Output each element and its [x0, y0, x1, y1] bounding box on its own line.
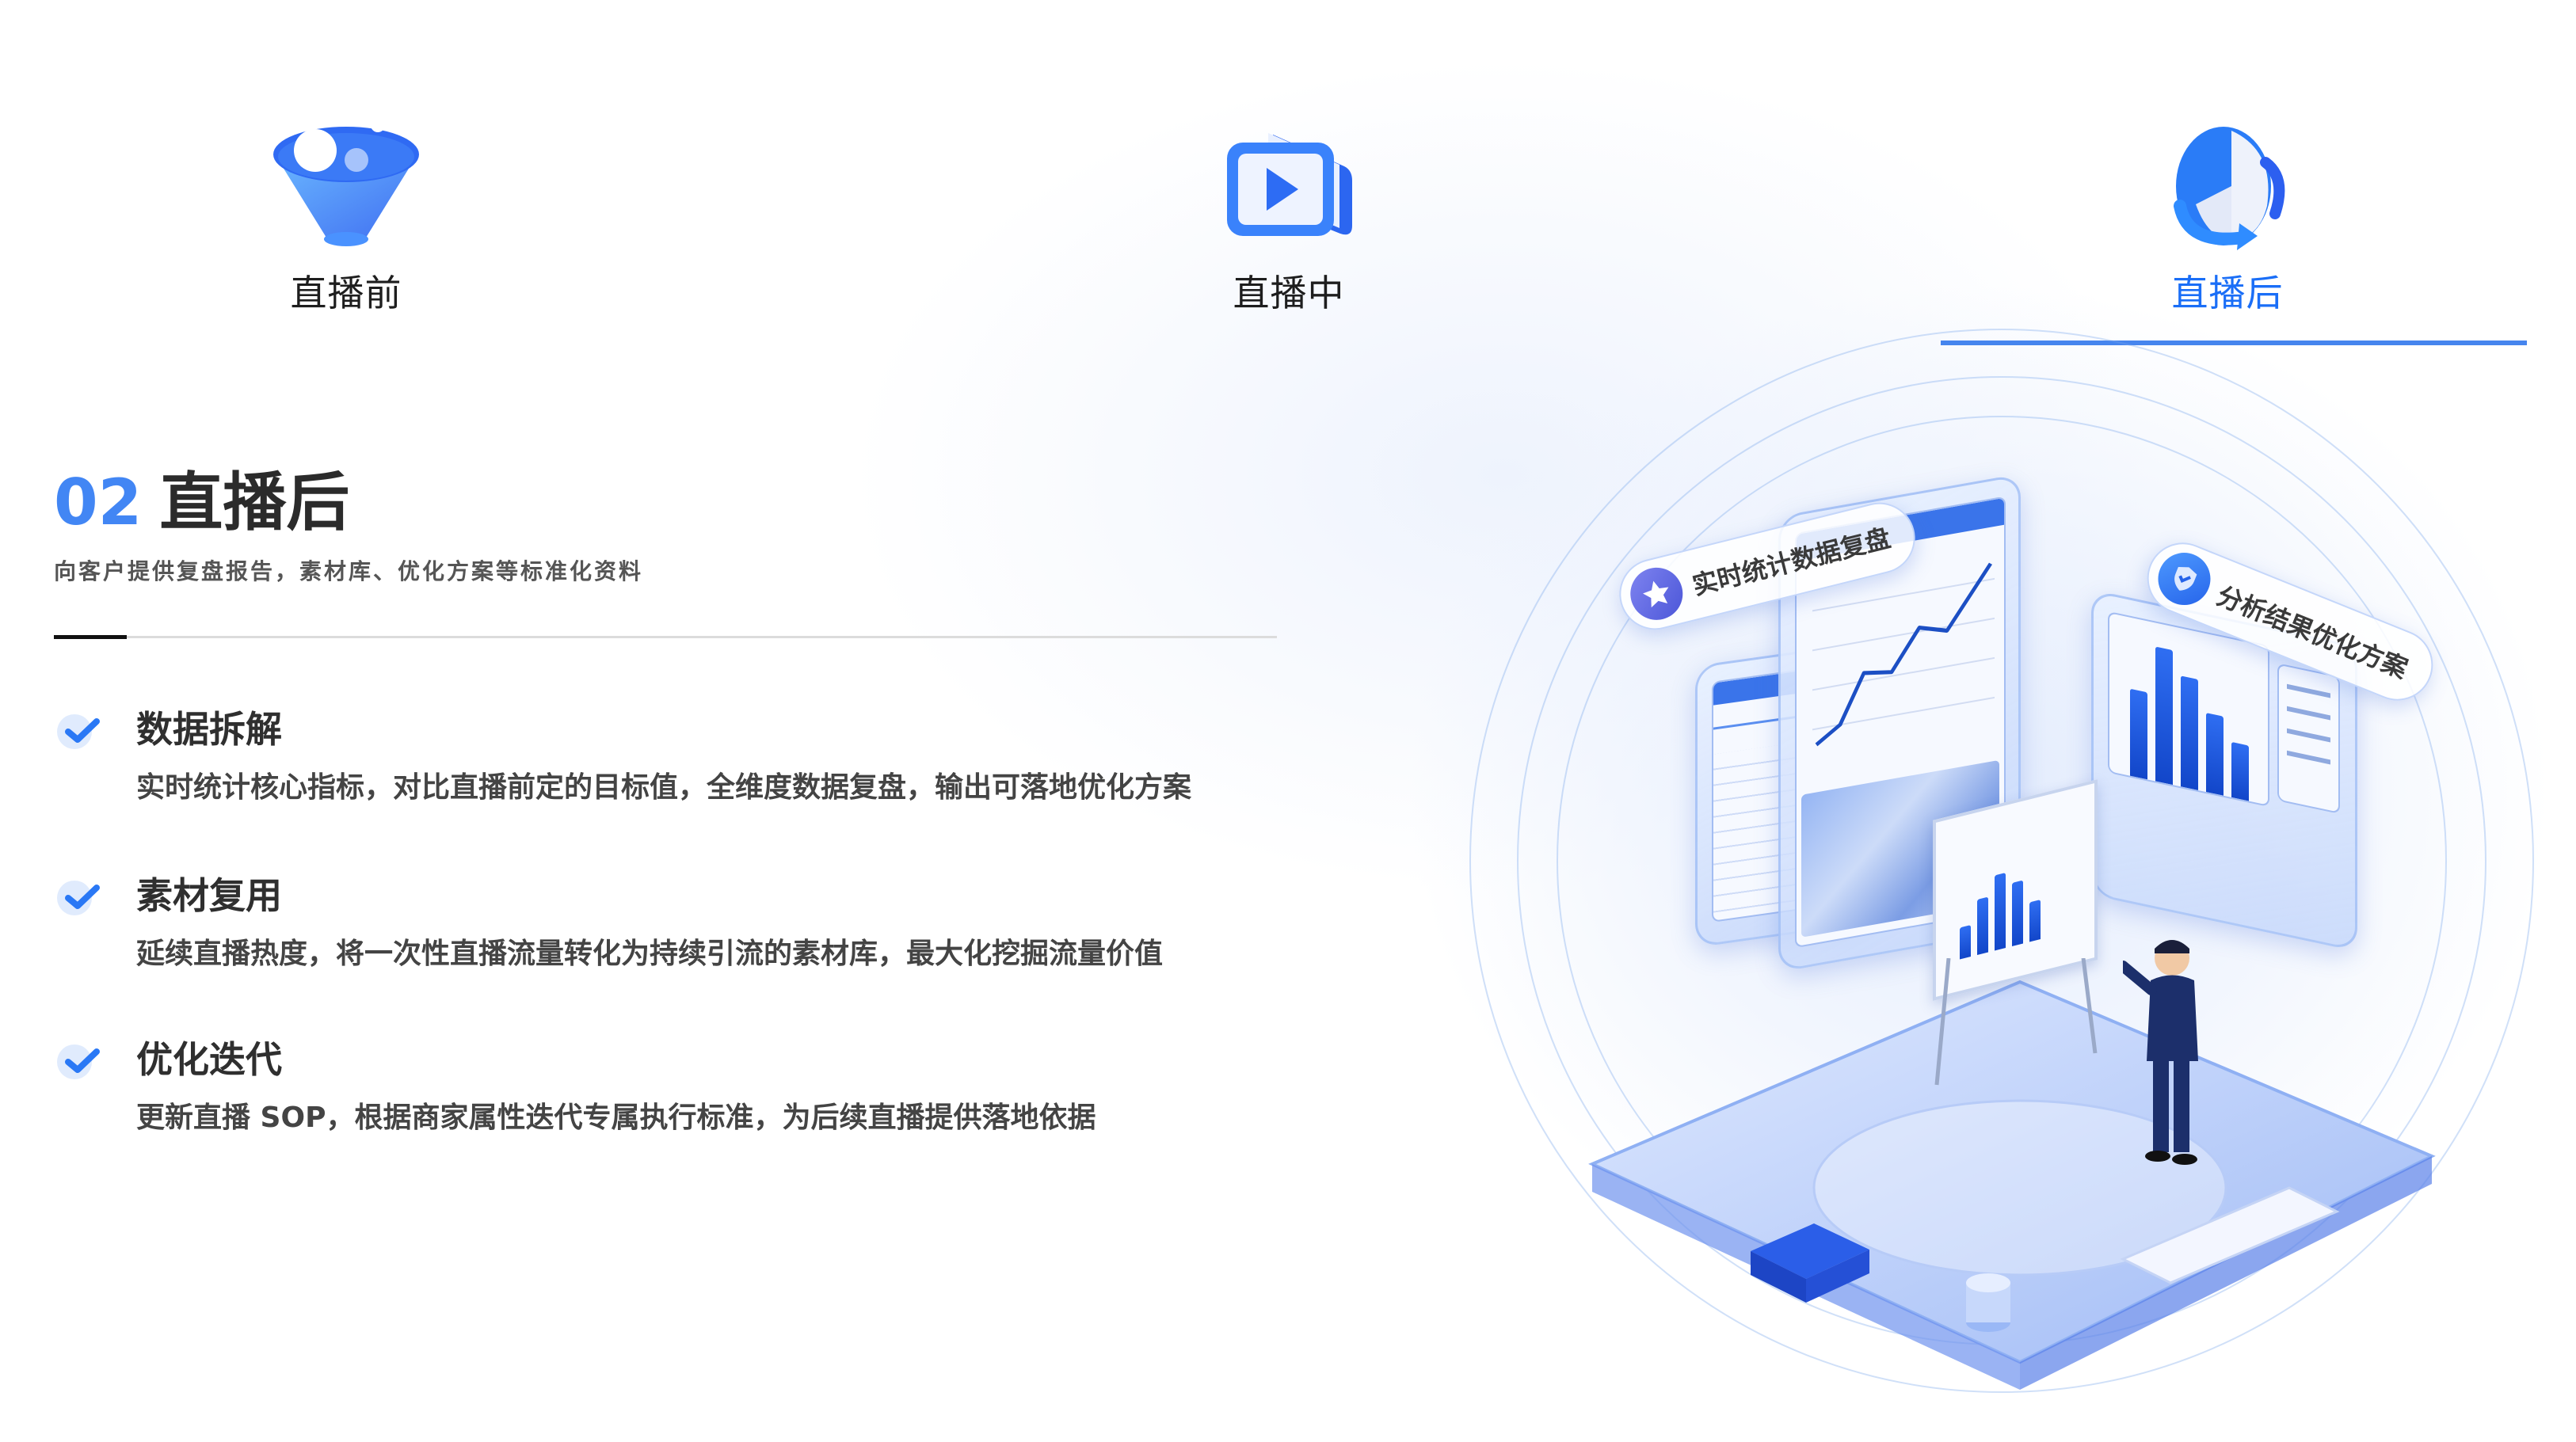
feature-title: 数据拆解	[136, 708, 282, 751]
label-realtime-data-review: 实时统计数据复盘	[1611, 495, 1923, 637]
label-analysis-optimization: 分析结果优化方案	[2136, 531, 2444, 712]
divider	[54, 635, 1277, 639]
funnel-icon	[267, 118, 425, 253]
feature-description: 更新直播 SOP，根据商家属性迭代专属执行标准，为后续直播提供落地依据	[136, 1101, 1096, 1134]
feature-title: 优化迭代	[136, 1038, 282, 1081]
divider-accent	[54, 635, 127, 639]
tab-label: 直播前	[290, 272, 402, 314]
play-video-icon	[1210, 119, 1368, 253]
glass-platform	[1588, 980, 2436, 1390]
tab-label: 直播后	[2171, 272, 2284, 314]
feature-description: 延续直播热度，将一次性直播流量转化为持续引流的素材库，最大化挖掘流量价值	[136, 938, 1164, 970]
list-screen	[2277, 663, 2340, 815]
whiteboard-stand	[1934, 958, 2098, 1086]
star-icon	[1625, 561, 1689, 626]
page-subtitle: 向客户提供复盘报告，素材库、优化方案等标准化资料	[54, 558, 644, 584]
feature-description: 实时统计核心指标，对比直播前定的目标值，全维度数据复盘，输出可落地优化方案	[136, 771, 1192, 804]
line-chart-screen	[1795, 496, 2006, 949]
presenter-figure	[2123, 940, 2198, 1165]
section-number: 02	[54, 466, 143, 539]
decorative-ring	[1469, 329, 2534, 1393]
active-tab-indicator	[1941, 341, 2527, 345]
check-icon	[57, 1044, 100, 1079]
data-review-illustration: 实时统计数据复盘 分析结果优化方案	[1465, 329, 2574, 1393]
feature-title: 素材复用	[136, 874, 282, 917]
line-chart-panel	[1778, 474, 2021, 972]
section-title-text: 直播后	[159, 466, 350, 539]
pie-chart-cycle-icon	[2148, 119, 2307, 253]
shield-check-icon	[2150, 545, 2219, 614]
tab-during-live[interactable]: 直播中	[1210, 119, 1368, 317]
check-icon	[57, 714, 100, 749]
check-icon	[57, 881, 100, 915]
tab-after-live[interactable]: 直播后	[2148, 119, 2307, 317]
tab-before-live[interactable]: 直播前	[267, 118, 425, 317]
tab-label: 直播中	[1233, 272, 1345, 314]
